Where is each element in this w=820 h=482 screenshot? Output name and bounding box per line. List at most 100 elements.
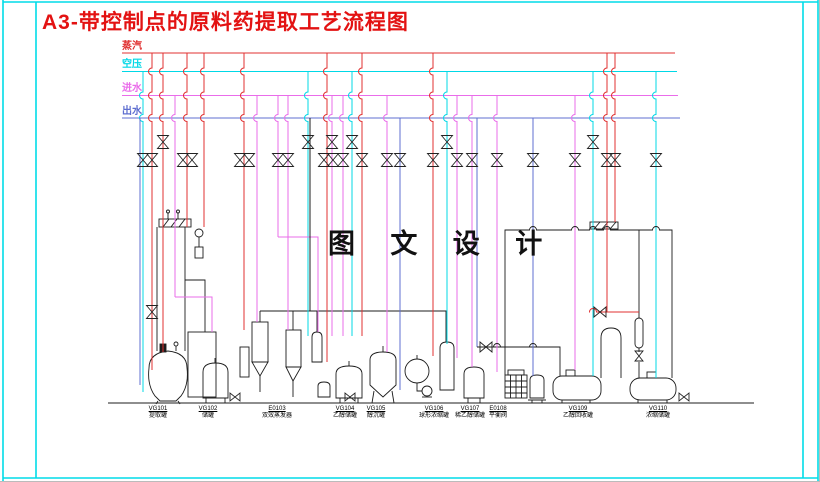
pipe-drop-line (274, 95, 279, 237)
equipment-name: 稀乙醇储罐 (454, 413, 486, 419)
pipe-drop-line (159, 53, 164, 352)
valve-icon (440, 135, 454, 149)
overhead-header-line (504, 226, 673, 378)
valve-icon (479, 341, 493, 353)
utility-label-water-out: 出水 (122, 106, 142, 117)
valve-icon (526, 153, 540, 167)
utility-label-air: 空压 (122, 59, 142, 70)
equipment-name: 醇沉罐 (366, 413, 385, 419)
pipe-drop-line (339, 95, 344, 336)
valve-icon (317, 153, 331, 167)
valve-icon (336, 153, 350, 167)
equipment-vg104 (335, 361, 363, 403)
instrument-bubble-icon (194, 228, 204, 238)
transfer-line (477, 343, 560, 348)
equipment-name: 球形浓缩罐 (418, 413, 450, 419)
valve-icon (136, 153, 150, 167)
utility-label-steam: 蒸汽 (122, 41, 142, 52)
equipment-code: VG105 (366, 406, 386, 412)
pipe-drop-line (611, 53, 616, 222)
valve-icon (145, 305, 159, 319)
equipment-code: E0108 (489, 406, 507, 412)
equipment-vg101 (148, 209, 206, 405)
equipment-name: 乙醇回收罐 (562, 413, 594, 419)
pipe-drop-line (253, 95, 258, 322)
utility-pipes (122, 52, 680, 392)
equipment-e0103 (239, 310, 447, 398)
pipe-drop-line (603, 53, 608, 312)
pipe-elbow (278, 236, 319, 332)
valve-icon (380, 153, 394, 167)
pipe-drop-line (443, 71, 448, 344)
equipment-name: 双效蒸发器 (261, 413, 293, 419)
valve-icon (450, 153, 464, 167)
page-title: A3-带控制点的原料药提取工艺流程图 (42, 11, 409, 34)
pipe-drop-line (323, 53, 328, 362)
pipe-drop-line (468, 95, 473, 367)
valve-icon (176, 153, 190, 167)
equipment-name: 浓缩储罐 (645, 413, 671, 419)
pipe-drop-line (589, 71, 594, 376)
valve-icon (649, 153, 663, 167)
valve-icon (634, 350, 644, 362)
pipe-elbow (175, 296, 213, 332)
equipment-e0108 (504, 369, 528, 399)
valve-icon (145, 153, 159, 167)
watermark: 图 文 设 计 (328, 229, 556, 260)
pipe-drop-line (171, 95, 176, 297)
valve-icon (326, 153, 340, 167)
equipment-name: 提取罐 (148, 413, 167, 419)
equipment-name: 平衡阀 (488, 413, 508, 419)
valve-icon (185, 153, 199, 167)
pipe-drop-line (200, 53, 205, 227)
pipe-drop-line (183, 53, 188, 227)
pipe-drop-line (304, 71, 309, 336)
equipment-receiver (528, 374, 546, 403)
overhead-piping (589, 221, 644, 378)
equipment-code: VG110 (648, 406, 668, 412)
valve-icon (301, 135, 315, 149)
equipment-code: E0103 (268, 406, 286, 412)
equipment-vg109 (477, 327, 622, 403)
valve-icon (355, 153, 369, 167)
equipment-code: VG109 (568, 406, 588, 412)
valve-icon (344, 392, 356, 402)
equipment-name: 乙醇储罐 (332, 413, 358, 419)
valve-icon (678, 392, 690, 402)
valve-icon (271, 153, 285, 167)
pipe-drop-line (328, 95, 333, 336)
valve-icon (156, 135, 170, 149)
valve-icon (608, 153, 622, 167)
valve-icon (568, 153, 582, 167)
valve-icon (490, 153, 504, 167)
valve-icon (600, 153, 614, 167)
reflux-line (588, 308, 639, 313)
valve-icon (426, 153, 440, 167)
pipe-drop-line (453, 95, 458, 358)
valve-icon (393, 153, 407, 167)
equipment-vg106 (404, 341, 455, 398)
valve-icon (465, 153, 479, 167)
pipe-drop-line (383, 95, 388, 352)
valve-icon (242, 153, 256, 167)
pipe-drop-line (652, 71, 657, 378)
equipment-name: 储罐 (201, 413, 214, 419)
valve-icon (281, 153, 295, 167)
valve-icon (345, 135, 359, 149)
utility-label-water-in: 进水 (122, 83, 142, 94)
equipment-code: VG107 (460, 406, 480, 412)
pipe-drop-line (148, 53, 153, 370)
pipe-drop-line (429, 53, 434, 356)
equipment-code: VG106 (424, 406, 444, 412)
